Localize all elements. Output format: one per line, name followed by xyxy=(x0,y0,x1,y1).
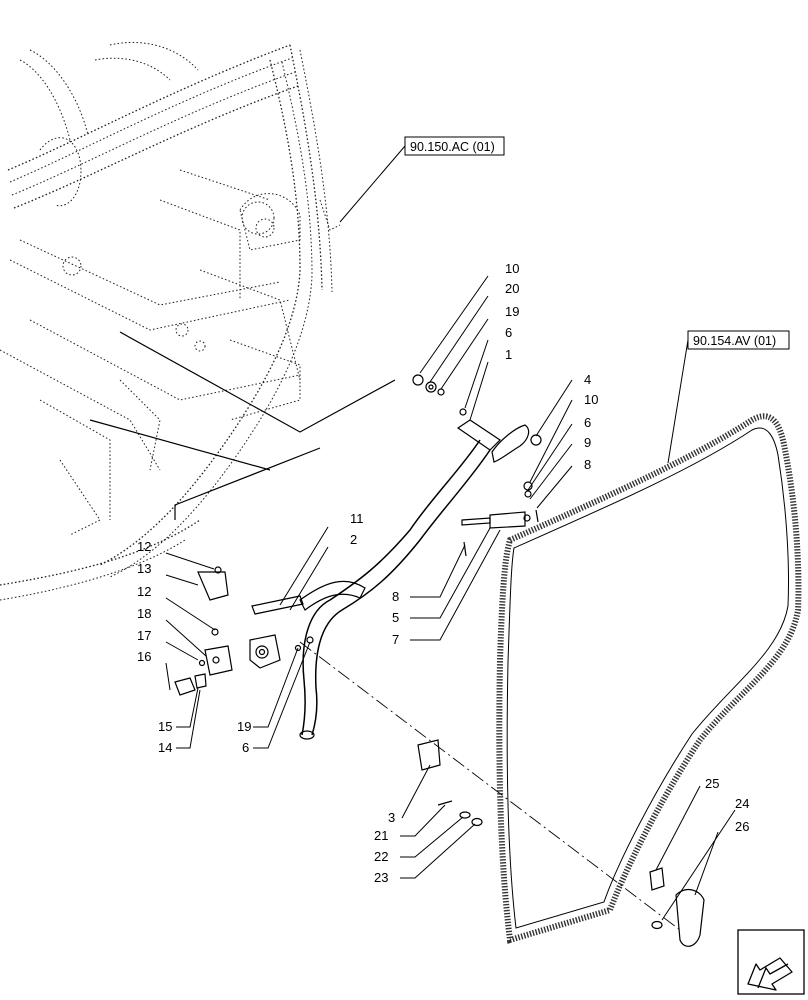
callout-numbers: 10 20 19 6 1 4 10 6 9 8 11 2 12 13 12 18… xyxy=(137,261,749,885)
callout-3: 3 xyxy=(388,810,395,825)
callout-15: 15 xyxy=(158,719,172,734)
centerline xyxy=(299,641,681,931)
callout-4: 4 xyxy=(584,372,591,387)
callout-19: 19 xyxy=(505,304,519,319)
callout-2: 2 xyxy=(350,532,357,547)
reference-box-cab[interactable]: 90.150.AC (01) xyxy=(404,136,505,156)
callout-11: 11 xyxy=(350,511,364,526)
callout-25: 25 xyxy=(705,776,719,791)
callout-16: 16 xyxy=(137,649,151,664)
reference-label: 90.150.AC (01) xyxy=(410,140,495,154)
hardware-parts xyxy=(198,374,705,947)
callout-8: 8 xyxy=(584,457,591,472)
callout-6: 6 xyxy=(505,325,512,340)
callout-13: 13 xyxy=(137,561,151,576)
callout-9: 9 xyxy=(584,435,591,450)
callout-12: 12 xyxy=(137,584,151,599)
callout-22: 22 xyxy=(374,849,388,864)
reference-label: 90.154.AV (01) xyxy=(693,334,776,348)
reference-box-door[interactable]: 90.154.AV (01) xyxy=(687,330,790,350)
callout-21: 21 xyxy=(374,828,388,843)
callout-24: 24 xyxy=(735,796,749,811)
callout-10: 10 xyxy=(505,261,519,276)
callout-18: 18 xyxy=(137,606,151,621)
callout-17: 17 xyxy=(137,628,151,643)
callout-5: 5 xyxy=(392,610,399,625)
callout-26: 26 xyxy=(735,819,749,834)
callout-14: 14 xyxy=(158,740,172,755)
callout-10: 10 xyxy=(584,392,598,407)
previous-page-arrow-icon[interactable] xyxy=(737,929,805,995)
door-glass-seal xyxy=(496,413,802,944)
callout-8: 8 xyxy=(392,589,399,604)
callout-19: 19 xyxy=(237,719,251,734)
cab-frame-drawing xyxy=(0,41,396,601)
door-stay-arm xyxy=(299,419,531,740)
callout-6: 6 xyxy=(242,740,249,755)
leader-lines xyxy=(165,275,736,921)
callout-1: 1 xyxy=(505,347,512,362)
latch-assembly xyxy=(174,571,304,696)
callout-12: 12 xyxy=(137,539,151,554)
callout-23: 23 xyxy=(374,870,388,885)
callout-6: 6 xyxy=(584,415,591,430)
callout-20: 20 xyxy=(505,281,519,296)
callout-7: 7 xyxy=(392,632,399,647)
